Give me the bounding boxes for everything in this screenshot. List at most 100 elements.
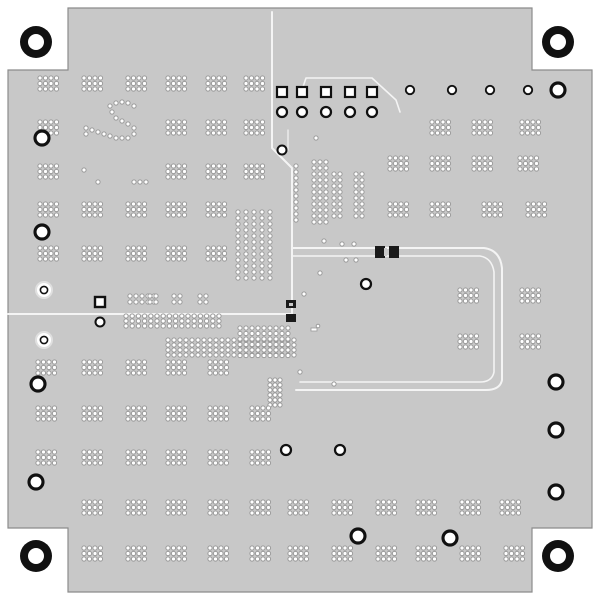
- via: [170, 510, 177, 516]
- via: [391, 510, 398, 516]
- via: [181, 405, 188, 411]
- via: [277, 402, 283, 408]
- via: [471, 124, 477, 131]
- via: [223, 405, 230, 411]
- via: [267, 257, 273, 263]
- via: [218, 410, 224, 417]
- via: [212, 359, 219, 365]
- via: [311, 219, 317, 225]
- via: [81, 449, 87, 455]
- via: [331, 183, 337, 189]
- via: [510, 510, 516, 516]
- signal-trace: [299, 77, 401, 113]
- via: [191, 323, 197, 329]
- via: [471, 166, 477, 172]
- via: [176, 556, 182, 562]
- via: [223, 359, 230, 365]
- via: [205, 163, 211, 169]
- via: [323, 159, 329, 165]
- via: [336, 504, 343, 511]
- via: [136, 416, 142, 422]
- via: [46, 364, 52, 371]
- via: [97, 510, 104, 516]
- via: [201, 352, 207, 358]
- via: [125, 405, 131, 411]
- plated-through-hole: [549, 81, 567, 99]
- via: [243, 233, 249, 239]
- via: [173, 318, 179, 324]
- via: [136, 545, 142, 551]
- via: [254, 449, 261, 455]
- via: [176, 405, 182, 411]
- via: [185, 313, 191, 319]
- via: [473, 333, 480, 339]
- via: [287, 499, 293, 505]
- via: [141, 405, 148, 411]
- via: [243, 227, 249, 233]
- via: [459, 510, 465, 516]
- via: [317, 183, 323, 189]
- via: [237, 341, 243, 348]
- via: [231, 337, 237, 343]
- isolated-hole: [39, 285, 49, 295]
- via: [170, 449, 177, 455]
- via: [337, 213, 343, 219]
- via: [51, 410, 58, 417]
- via: [92, 504, 98, 511]
- mounting-hole-drill: [28, 548, 44, 564]
- via: [42, 168, 49, 175]
- via: [165, 250, 171, 257]
- via: [181, 449, 188, 455]
- via: [130, 256, 137, 262]
- via: [127, 299, 133, 305]
- signal-trace: [291, 247, 503, 391]
- via: [46, 460, 52, 466]
- via: [92, 405, 98, 411]
- via: [212, 499, 219, 505]
- via: [487, 119, 494, 125]
- via: [254, 556, 261, 562]
- plated-through-hole: [484, 84, 496, 96]
- via: [165, 510, 171, 516]
- via: [462, 338, 469, 345]
- via: [86, 405, 93, 411]
- via: [323, 177, 329, 183]
- via: [353, 183, 359, 189]
- via: [225, 342, 231, 348]
- via: [457, 292, 463, 299]
- smd-pad: [375, 246, 385, 258]
- via: [510, 499, 516, 505]
- via: [218, 556, 224, 562]
- via: [181, 86, 188, 92]
- via: [251, 269, 257, 275]
- via: [97, 504, 104, 511]
- via: [298, 510, 304, 516]
- via: [176, 250, 182, 257]
- via: [337, 171, 343, 177]
- via: [136, 510, 142, 516]
- via: [136, 359, 142, 365]
- via: [92, 510, 98, 516]
- signal-traces: [7, 11, 503, 391]
- via: [517, 160, 523, 167]
- plated-through-hole: [522, 84, 534, 96]
- via: [535, 298, 542, 304]
- via: [142, 313, 148, 319]
- via: [48, 80, 54, 87]
- via: [218, 504, 224, 511]
- via: [125, 212, 131, 218]
- via: [141, 212, 148, 218]
- via: [255, 347, 261, 353]
- via: [375, 510, 381, 516]
- via: [154, 323, 160, 329]
- via: [249, 454, 255, 461]
- pad-gap: [289, 303, 293, 306]
- via: [40, 364, 47, 371]
- via: [212, 405, 219, 411]
- via: [181, 359, 188, 365]
- via: [331, 550, 337, 557]
- via: [97, 86, 104, 92]
- via: [119, 135, 125, 141]
- via: [212, 449, 219, 455]
- via: [375, 550, 381, 557]
